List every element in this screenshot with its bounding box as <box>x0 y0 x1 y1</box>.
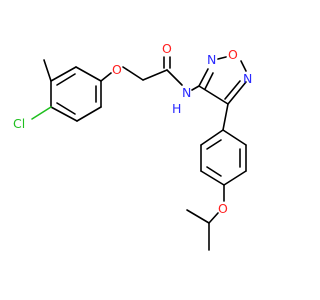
amide-nitrogen-label: N <box>182 85 191 100</box>
chloromethylphenyl-ring <box>50 66 102 122</box>
ether-oxygen-label: O <box>112 62 122 77</box>
isopropyl-methyl-a-bond <box>186 209 210 224</box>
o-ch2-bond <box>122 66 144 81</box>
aryl-o-bond <box>100 72 112 82</box>
oxadiazole-oxygen-label: O <box>228 47 238 62</box>
carbonyl-n-bond <box>166 69 183 86</box>
isopropoxyphenyl-ring <box>200 129 247 186</box>
carbonyl-oxygen-label: O <box>162 41 172 56</box>
methyl-bond <box>43 59 52 82</box>
molecule-structure-diagram: Cl O O N H N O N O <box>13 41 252 251</box>
ch2-carbonyl-bond <box>142 69 168 81</box>
chlorine-label: Cl <box>13 116 25 131</box>
oxadiazole-nitrogen-right-label: N <box>243 71 252 86</box>
n-oxadiazole-bond <box>191 85 200 91</box>
c-cl-bond <box>31 106 52 120</box>
oxadiazole-nitrogen-top-label: N <box>207 52 216 67</box>
isopropoxy-oxygen-label: O <box>218 201 228 216</box>
o-ch-isopropyl-bond <box>208 212 219 224</box>
oxadiazole-ring <box>198 56 247 105</box>
oxadiazole-phenyl-bond <box>222 103 229 131</box>
amide-hydrogen-label: H <box>172 101 181 116</box>
